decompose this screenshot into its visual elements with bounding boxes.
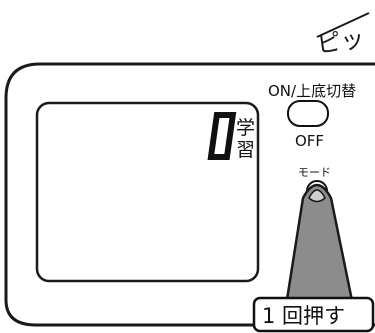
instruction-label: 1 回押す (262, 304, 345, 328)
beep-label: ピッ (315, 25, 366, 59)
lcd-screen (35, 101, 260, 283)
lcd-unit-label-2: 習 (236, 139, 255, 161)
lcd-unit-label-1: 学 (236, 117, 255, 139)
mode-button-label: モード (298, 166, 331, 179)
power-button-bottom-label: OFF (295, 132, 324, 150)
power-button[interactable] (287, 100, 329, 127)
beep-line (316, 12, 370, 38)
beep-annotation: ピッ (315, 12, 370, 59)
lcd-digit (207, 112, 237, 160)
power-button-top-label: ON/上底切替 (268, 82, 356, 100)
instruction-box (252, 296, 375, 333)
fingernail (308, 189, 326, 203)
